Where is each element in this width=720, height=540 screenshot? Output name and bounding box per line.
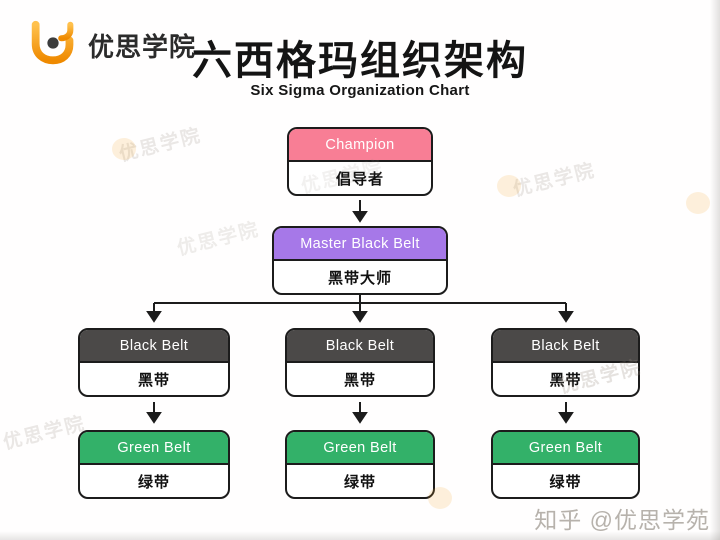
org-node-champion-role: Champion [289,129,431,162]
org-node-bb1-role: Black Belt [80,330,228,363]
brand-header: 优思学院 [27,18,196,73]
org-node-bb3-role-cn: 黑带 [549,371,582,389]
org-node-gb2-role: Green Belt [287,432,433,465]
brand-name: 优思学院 [88,32,197,62]
zhihu-attribution: 知乎 @优思学苑 [534,507,710,533]
watermark-text: 优思学院 [511,160,598,201]
org-node-green-belt-1: Green Belt 绿带 [78,430,230,499]
page-subtitle: Six Sigma Organization Chart [250,82,470,99]
org-node-green-belt-3: Green Belt 绿带 [491,430,640,499]
page-edge-shadow-right [710,0,720,540]
watermark-text: 优思学院 [175,219,262,260]
org-node-master-black-belt: Master Black Belt 黑带大师 [272,226,448,295]
watermark-text: 优思学院 [1,413,88,454]
ucourse-logo-icon [27,18,79,73]
org-node-bb2-role-cn: 黑带 [343,371,376,389]
org-node-gb2-role-cn: 绿带 [343,473,376,491]
org-node-gb3-role-cn: 绿带 [549,473,582,491]
org-node-mbb-role-cn: 黑带大师 [327,269,392,287]
watermark-text: 优思学院 [117,125,204,166]
org-node-bb3-role: Black Belt [493,330,638,363]
watermark-logo-blob [686,192,710,214]
org-node-gb3-role: Green Belt [493,432,638,465]
org-node-bb1-role-cn: 黑带 [137,371,170,389]
org-node-mbb-role: Master Black Belt [274,228,446,261]
watermark-logo-blob [112,138,136,160]
page-edge-shadow-bottom [0,531,720,540]
org-node-green-belt-2: Green Belt 绿带 [285,430,435,499]
page-title: 六西格玛组织架构 [192,39,528,83]
org-node-champion: Champion 倡导者 [287,127,433,196]
org-node-champion-role-cn: 倡导者 [335,170,384,188]
org-node-black-belt-3: Black Belt 黑带 [491,328,640,397]
org-node-gb1-role: Green Belt [80,432,228,465]
org-node-black-belt-1: Black Belt 黑带 [78,328,230,397]
org-node-gb1-role-cn: 绿带 [137,473,170,491]
org-node-black-belt-2: Black Belt 黑带 [285,328,435,397]
watermark-logo-blob [497,175,521,197]
org-node-bb2-role: Black Belt [287,330,433,363]
